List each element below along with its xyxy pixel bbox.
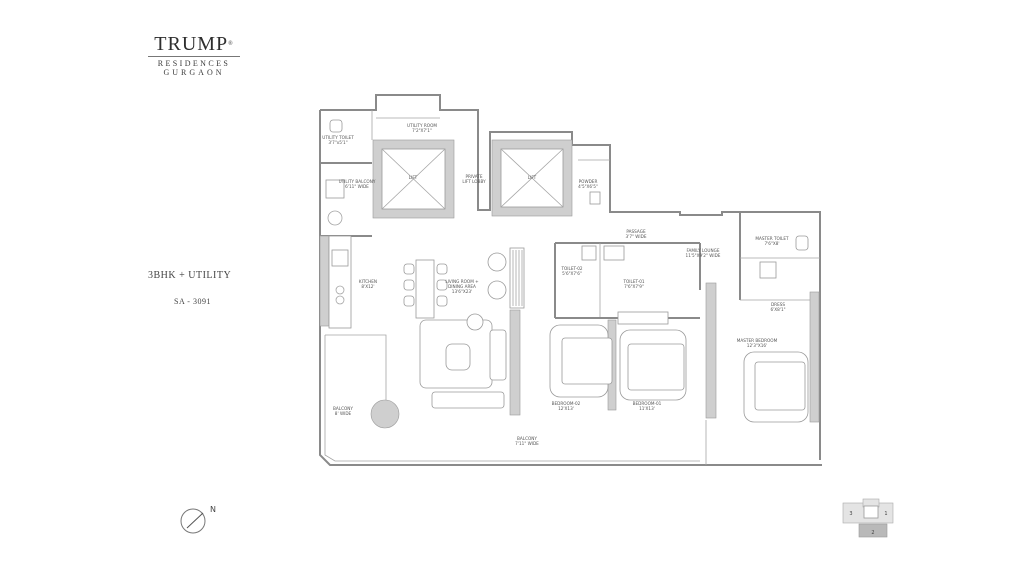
brand-line1: TRUMP [154,33,229,55]
dim-passage: 3'7" WIDE [626,234,647,239]
bed-bedroom-02 [549,324,613,398]
label-powder: POWDER [579,179,598,184]
label-master-toilet: MASTER TOILET [755,236,789,241]
dim-bedroom-01: 11'X13' [639,406,655,411]
brand-logo: TRUMP® RESIDENCES GURGAON [148,34,240,77]
dim-balcony-main: 7'11" WIDE [515,441,539,446]
label-kitchen: KITCHEN [359,279,377,284]
label-dress: DRESS [771,302,785,307]
label-master-bedroom: MASTER BEDROOM [737,338,778,343]
dim-utility-balcony: 6'11" WIDE [345,184,369,189]
dim-balcony-left: 8' WIDE [335,411,352,416]
dim-master-bedroom: 12'3"X16' [747,343,767,348]
dining-table [403,259,448,319]
north-compass-icon: N [180,505,216,534]
label-balcony-left: BALCONY [333,406,353,411]
room-labels: UTILITY ROOM 7'2"X7'1" UTILITY TOILET 3'… [322,123,789,446]
key-unit-2: 2 [871,530,874,536]
kitchen-counter [325,179,352,329]
dim-utility-toilet: 3'7"x5'1" [328,140,347,145]
dim-dress: 6'X8'1" [770,307,785,312]
dim-family-lounge: 11'5"X9'2" WIDE [686,253,721,258]
balcony-round-column [370,399,400,429]
label-private-lift-lobby: PRIVATE [465,174,482,179]
label-family-lounge: FAMILY LOUNGE [687,248,720,253]
toilet-fixtures [329,119,809,279]
unit-type-label: 3BHK + UTILITY [148,270,232,281]
label-private-lift-lobby-2: LIFT LOBBY [462,179,486,184]
bed-master-bedroom [743,351,809,423]
living-sofa-set [419,252,507,409]
label-passage: PASSAGE [626,229,646,234]
label-toilet-02: TOILET-02 [560,266,582,271]
label-toilet-01: TOILET-01 [622,279,644,284]
compass-label: N [210,505,216,514]
label-lift-1: LIFT [409,175,418,180]
brand-line2: RESIDENCES [148,56,240,68]
dim-kitchen: 8'X12' [361,284,374,289]
dim-utility-room: 7'2"X7'1" [412,128,432,133]
key-unit-3: 3 [849,511,852,517]
unit-area-label: SA - 3091 [174,297,211,306]
label-lift-2: LIFT [528,175,537,180]
lift-shaft-2 [491,139,573,217]
key-plan: 3 1 2 [842,498,894,538]
brand-line3: GURGAON [163,68,225,77]
key-plan-selected-unit [858,523,888,538]
dim-toilet-01: 7'6"X7'9" [624,284,644,289]
key-unit-1: 1 [884,511,887,517]
label-bedroom-01: BEDROOM-01 [633,401,662,406]
dim-powder: 4'5"X6'5" [578,184,598,189]
lift-shaft-1 [372,139,455,219]
dim-toilet-02: 5'6"X7'6" [562,271,582,276]
stair-grille [509,247,669,325]
label-dining-area: DINING AREA [448,284,476,289]
dim-living-room: 13'6"X23' [452,289,472,294]
label-balcony-main: BALCONY [517,436,537,441]
label-utility-room: UTILITY ROOM [407,123,437,128]
label-utility-toilet: UTILITY TOILET [322,135,354,140]
dim-bedroom-02: 12'X13' [558,406,574,411]
dim-master-toilet: 7'6"X8' [764,241,779,246]
brand-registered-mark: ® [228,41,234,47]
label-bedroom-02: BEDROOM-02 [552,401,581,406]
label-living-room: LIVING ROOM + [445,279,479,284]
label-utility-balcony: UTILITY BALCONY [339,179,376,184]
bed-bedroom-01 [619,329,687,401]
